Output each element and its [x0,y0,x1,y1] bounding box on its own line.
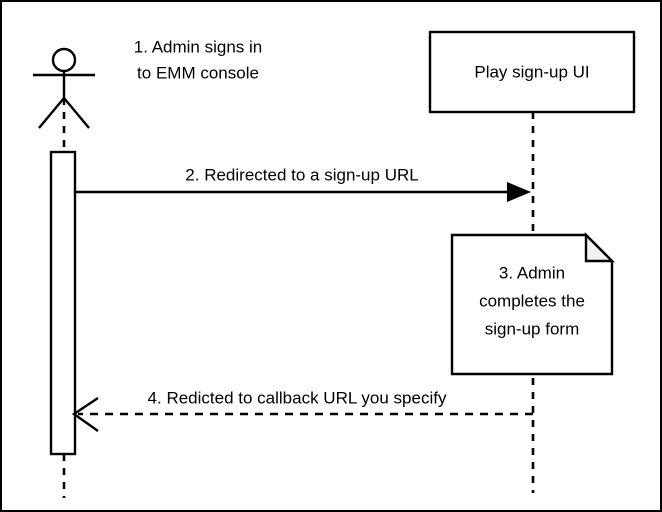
annotation-step-1: 1. Admin signs in to EMM console [134,37,263,82]
message-step-4-arrowhead [71,397,99,432]
actor-head-icon [51,47,77,73]
message-step-4-label: 4. Redicted to callback URL you specify [148,388,447,407]
message-step-2[interactable]: 2. Redirected to a sign-up URL [74,165,531,202]
annotation-step-1-line-2: to EMM console [137,63,259,82]
participant-box [428,30,636,114]
actor-leg-left-line [38,97,65,129]
note-step-3-line-3: sign-up form [485,319,579,338]
participant-label: Play sign-up UI [474,62,589,81]
note-step-3[interactable]: 3. Admin completes the sign-up form [450,232,615,376]
note-fold-corner [584,232,615,263]
message-step-2-arrowhead [507,182,531,202]
note-step-3-line-1: 3. Admin [499,263,565,282]
message-step-2-label: 2. Redirected to a sign-up URL [185,165,418,184]
participant-play-signup-ui[interactable]: Play sign-up UI [428,30,636,114]
annotation-step-1-line-1: 1. Admin signs in [134,37,263,56]
note-step-3-line-2: completes the [479,291,585,310]
actor-leg-right-line [63,97,90,129]
actor-activation-bar [49,150,77,456]
message-step-4[interactable]: 4. Redicted to callback URL you specify [71,388,533,432]
actor-admin[interactable] [33,47,95,129]
note-body [450,233,614,376]
